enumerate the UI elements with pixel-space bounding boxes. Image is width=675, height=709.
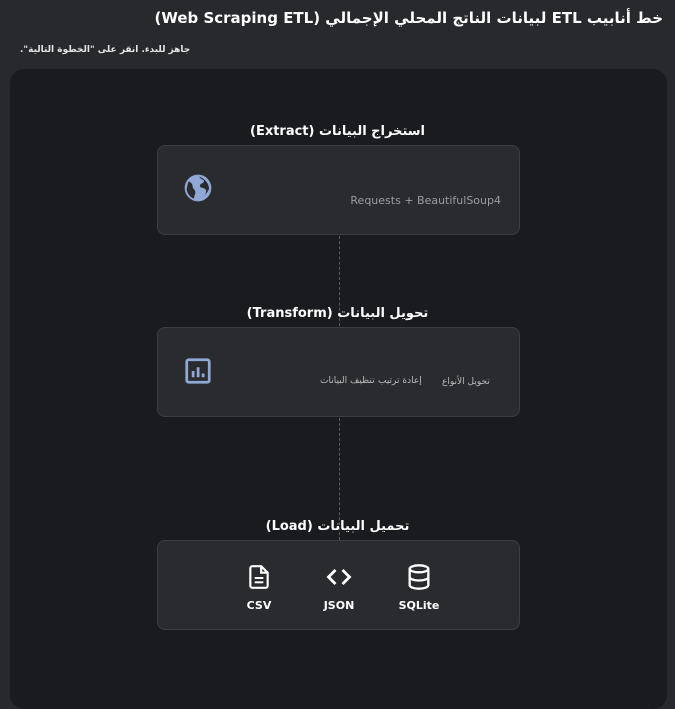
load-target-label: SQLite xyxy=(398,599,440,612)
database-icon xyxy=(405,564,433,595)
connector-transform-load xyxy=(339,418,340,540)
analytics-icon xyxy=(183,356,213,390)
transform-stage-title: تحويل البيانات (Transform) xyxy=(246,306,429,321)
load-target-sqlite[interactable]: SQLite xyxy=(389,563,449,612)
load-target-label: JSON xyxy=(323,599,355,612)
globe-icon xyxy=(182,172,214,208)
transform-step-2: إعادة ترتيب xyxy=(378,376,422,386)
transform-card[interactable]: تحويل الأنواع إعادة ترتيب تنظيف البيانات xyxy=(157,327,520,417)
load-target-label: CSV xyxy=(246,599,272,612)
load-stage-title: تحميل البيانات (Load) xyxy=(265,519,410,534)
extract-tools-label: Requests + BeautifulSoup4 xyxy=(350,194,501,207)
document-icon xyxy=(246,565,272,595)
page-title: خط أنابيب ETL لبيانات الناتج المحلي الإج… xyxy=(154,9,663,27)
load-target-json[interactable]: JSON xyxy=(309,563,369,612)
transform-step-3: تنظيف البيانات xyxy=(320,376,375,386)
extract-card[interactable]: Requests + BeautifulSoup4 xyxy=(157,145,520,235)
status-text: جاهز للبدء. انقر على "الخطوة التالية". xyxy=(20,45,191,55)
code-icon xyxy=(325,569,353,595)
connector-extract-transform xyxy=(339,236,340,326)
transform-step-1: تحويل الأنواع xyxy=(442,377,490,387)
extract-stage-title: استخراج البيانات (Extract) xyxy=(249,124,426,139)
load-card[interactable]: CSV JSON SQLite xyxy=(157,540,520,630)
load-target-csv[interactable]: CSV xyxy=(229,563,289,612)
